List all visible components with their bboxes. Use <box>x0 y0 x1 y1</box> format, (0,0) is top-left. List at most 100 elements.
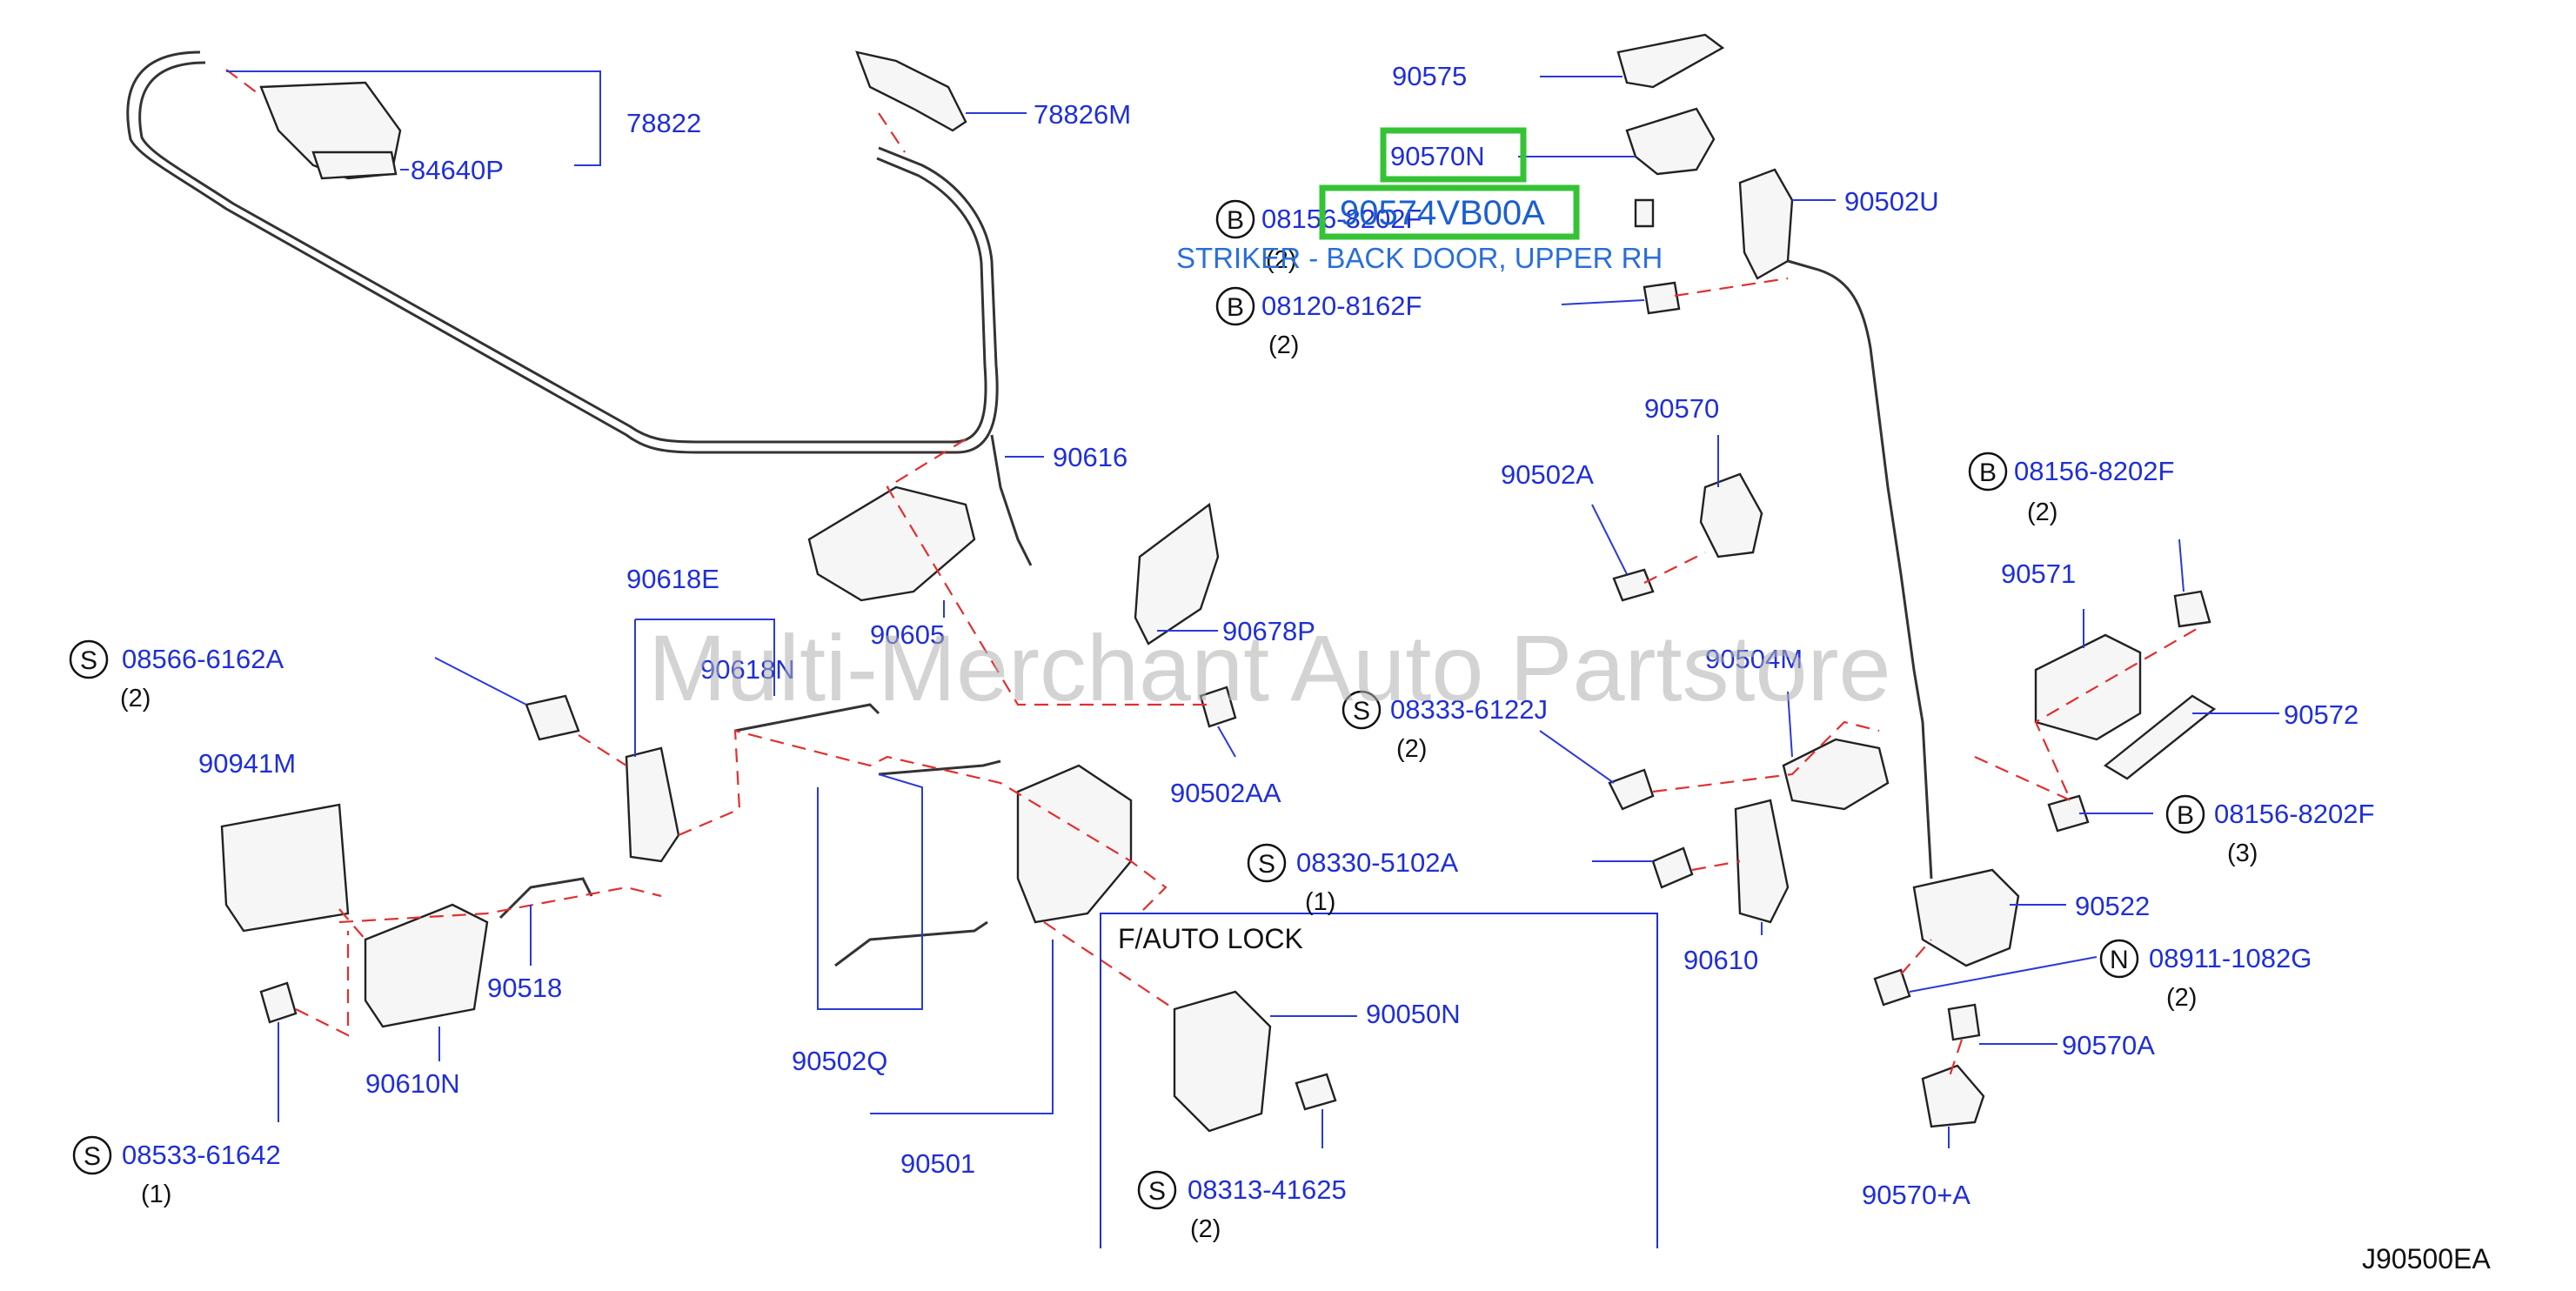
label-90570A[interactable]: 90570A <box>2062 1030 2155 1060</box>
leader-90502A <box>1591 504 1628 575</box>
part-90610N <box>364 903 489 1028</box>
bolt-08333 <box>1608 768 1655 811</box>
label-90571[interactable]: 90571 <box>2001 559 2076 589</box>
bolt-08156-right <box>2173 590 2211 628</box>
leader-lines <box>226 70 2279 1148</box>
dash-5 <box>886 438 1209 706</box>
release-cable <box>126 50 999 454</box>
label-90522[interactable]: 90522 <box>2075 891 2150 921</box>
label-90941M[interactable]: 90941M <box>198 748 296 779</box>
rod-90618N <box>734 703 880 732</box>
part-90678P <box>1134 502 1220 646</box>
inset-box <box>1100 913 1658 1248</box>
label-90570plusA[interactable]: 90570+A <box>1862 1180 1970 1210</box>
label-08156-8202F-c[interactable]: 08156-8202F <box>2214 799 2374 829</box>
nut-08911 <box>1873 968 1911 1007</box>
label-90570[interactable]: 90570 <box>1644 393 1719 424</box>
quantities: (2) (2) (2) (2) (2) (3) (1) (2) (1) (2) <box>120 246 2258 1243</box>
label-90605[interactable]: 90605 <box>870 619 945 650</box>
badge-s4-circle <box>72 1135 112 1175</box>
leader-90504M <box>1787 691 1793 758</box>
label-08330-5102A[interactable]: 08330-5102A <box>1296 847 1458 878</box>
label-90610[interactable]: 90610 <box>1683 945 1758 975</box>
rod-90518 <box>498 877 593 920</box>
qty-08156-b: (2) <box>2027 498 2057 526</box>
dash-13 <box>1691 860 1741 872</box>
label-78826M[interactable]: 78826M <box>1034 99 1131 130</box>
badge-b3-circle <box>1968 452 2008 492</box>
label-90518[interactable]: 90518 <box>487 973 562 1003</box>
highlight-90574VB00A <box>1319 184 1580 240</box>
part-90570 <box>1699 472 1763 559</box>
label-90678P[interactable]: 90678P <box>1222 616 1315 646</box>
badge-s5-circle <box>1137 1170 1177 1210</box>
leader-90618E <box>634 619 775 757</box>
label-90570N[interactable]: 90570N <box>1390 141 1485 171</box>
label-90502A[interactable]: 90502A <box>1501 459 1594 490</box>
screw-90570A <box>1947 1003 1981 1041</box>
label-78822[interactable]: 78822 <box>626 108 701 138</box>
dash-7 <box>678 729 1168 914</box>
badge-s3: S <box>1258 850 1275 879</box>
diagram-code: J90500EA <box>2362 1243 2491 1274</box>
label-84640P[interactable]: 84640P <box>411 155 504 185</box>
hover-tooltip: STRIKER - BACK DOOR, UPPER RH <box>1176 242 1663 274</box>
label-90618N[interactable]: 90618N <box>700 654 795 685</box>
label-90574VB00A[interactable]: 90574VB00A <box>1340 194 1545 232</box>
part-90502U <box>1738 168 1794 280</box>
label-90502AA[interactable]: 90502AA <box>1170 778 1281 808</box>
label-08566-6162A[interactable]: 08566-6162A <box>122 644 284 674</box>
qty-08120: (2) <box>1268 331 1299 359</box>
label-90618E[interactable]: 90618E <box>626 564 719 594</box>
label-90616[interactable]: 90616 <box>1053 442 1127 472</box>
label-90502Q[interactable]: 90502Q <box>792 1046 887 1076</box>
dash-14 <box>1974 625 2202 803</box>
bolt-08120 <box>1643 281 1681 315</box>
leader-08566 <box>434 657 527 706</box>
label-08533-61642[interactable]: 08533-61642 <box>122 1140 281 1170</box>
qty-08533: (1) <box>141 1181 171 1208</box>
dash-1 <box>225 69 262 97</box>
label-90050N[interactable]: 90050N <box>1366 999 1461 1029</box>
badge-s4: S <box>84 1142 101 1171</box>
badge-s3-circle <box>1247 843 1287 883</box>
dash-2 <box>878 112 906 153</box>
label-08911-1082G[interactable]: 08911-1082G <box>2149 943 2312 973</box>
inset-title: F/AUTO LOCK <box>1118 923 1303 954</box>
part-90570N <box>1625 107 1716 176</box>
cable-end-78826M <box>855 50 967 132</box>
part-90504M <box>1782 738 1890 811</box>
label-90501[interactable]: 90501 <box>900 1148 975 1179</box>
dash-6 <box>578 734 627 766</box>
label-90610N[interactable]: 90610N <box>365 1068 460 1099</box>
qty-08911: (2) <box>2166 984 2197 1012</box>
badge-n1: N <box>2110 946 2129 974</box>
label-90572[interactable]: 90572 <box>2284 699 2359 730</box>
badge-s2-circle <box>1342 690 1382 730</box>
watermark: Multi-Merchant Auto Partstore <box>648 615 1891 720</box>
badge-s1-circle <box>69 639 109 679</box>
dash-9 <box>338 886 662 924</box>
label-08156-8202F-a[interactable]: 08156-8202F <box>1261 204 1422 234</box>
label-90502U[interactable]: 90502U <box>1844 186 1939 217</box>
label-08120-8162F[interactable]: 08120-8162F <box>1261 291 1422 321</box>
label-08333-6122J[interactable]: 08333-6122J <box>1390 694 1548 725</box>
badge-b4-circle <box>2165 794 2205 834</box>
label-08313-41625[interactable]: 08313-41625 <box>1188 1174 1347 1205</box>
leader-08156-b <box>2178 538 2185 592</box>
rod-90502U <box>1787 259 1933 880</box>
label-90504M[interactable]: 90504M <box>1705 644 1803 674</box>
dash-16 <box>1947 1039 1964 1080</box>
dash-3 <box>1674 277 1789 298</box>
badge-b2: B <box>1227 293 1244 322</box>
bolt-08566 <box>525 694 580 741</box>
dash-11 <box>1043 921 1175 1010</box>
highlight-90570N <box>1380 127 1527 183</box>
badge-s5: S <box>1148 1177 1166 1206</box>
part-90616 <box>990 434 1033 566</box>
label-90575[interactable]: 90575 <box>1392 61 1467 91</box>
label-08156-8202F-b[interactable]: 08156-8202F <box>2014 456 2174 486</box>
qty-08313: (2) <box>1190 1215 1221 1243</box>
qty-08156-a: (2) <box>1266 246 1296 274</box>
badges: B B B B S S S S S N <box>69 199 2205 1210</box>
